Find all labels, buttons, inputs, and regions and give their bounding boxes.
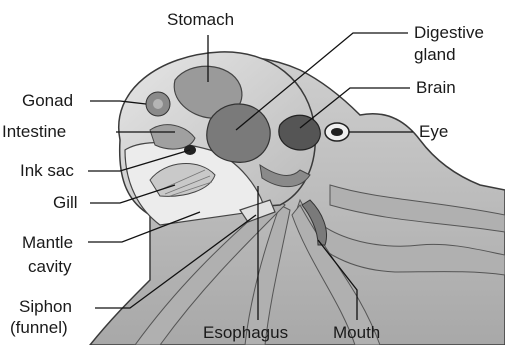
mantle-cavity-label-line2: cavity	[28, 257, 71, 277]
siphon-label-line2: (funnel)	[10, 318, 68, 338]
ink-sac-label: Ink sac	[20, 161, 74, 181]
digestive-gland-label-line1: Digestive	[414, 23, 484, 43]
esophagus-label: Esophagus	[203, 323, 288, 343]
digestive-gland-label-line2: gland	[414, 45, 456, 65]
gonad-inner	[153, 99, 163, 109]
siphon-label-line1: Siphon	[19, 297, 72, 317]
gonad-label: Gonad	[22, 91, 73, 111]
gill-label: Gill	[53, 193, 78, 213]
brain-shape	[279, 115, 320, 150]
stomach-label: Stomach	[167, 10, 234, 30]
brain-label: Brain	[416, 78, 456, 98]
mantle-cavity-label-line1: Mantle	[22, 233, 73, 253]
eye-shape	[325, 123, 349, 141]
eye-label: Eye	[419, 122, 448, 142]
digestive-gland-shape	[207, 104, 270, 162]
mouth-label: Mouth	[333, 323, 380, 343]
intestine-label: Intestine	[2, 122, 66, 142]
